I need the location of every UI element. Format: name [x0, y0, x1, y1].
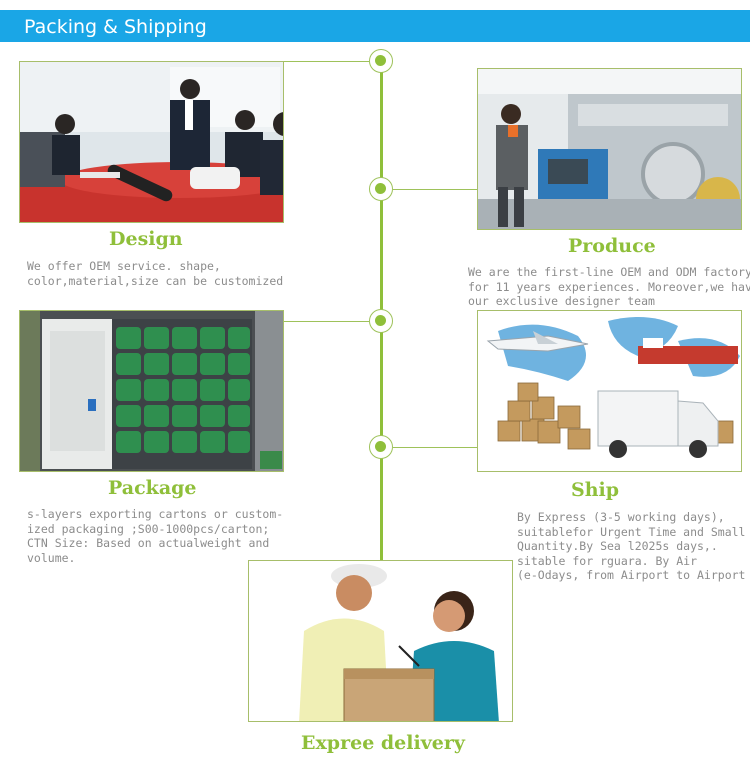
timeline-node-package — [369, 309, 393, 333]
timeline-node-ship — [369, 435, 393, 459]
connector-design — [283, 61, 369, 62]
package-photo — [19, 310, 284, 472]
connector-produce — [393, 189, 477, 190]
ship-photo — [477, 310, 742, 472]
package-description: s-layers exporting cartons or custom- iz… — [27, 507, 284, 565]
timeline-node-produce — [369, 177, 393, 201]
ship-title: Ship — [571, 479, 620, 501]
delivery-photo — [248, 560, 513, 722]
timeline-node-design — [369, 49, 393, 73]
package-title: Package — [108, 477, 197, 499]
delivery-title: Expree delivery — [301, 732, 465, 754]
produce-title: Produce — [568, 235, 656, 257]
connector-package — [283, 321, 369, 322]
section-title: Packing & Shipping — [24, 16, 207, 38]
design-description: We offer OEM service. shape, color,mater… — [27, 259, 284, 288]
produce-photo — [477, 68, 742, 230]
section-header: Packing & Shipping — [0, 10, 750, 42]
design-photo — [19, 61, 284, 223]
produce-description: We are the first-line OEM and ODM factor… — [468, 265, 750, 308]
design-title: Design — [109, 228, 183, 250]
connector-ship — [393, 447, 477, 448]
ship-description: By Express (3-5 working days), suitablef… — [517, 510, 746, 582]
